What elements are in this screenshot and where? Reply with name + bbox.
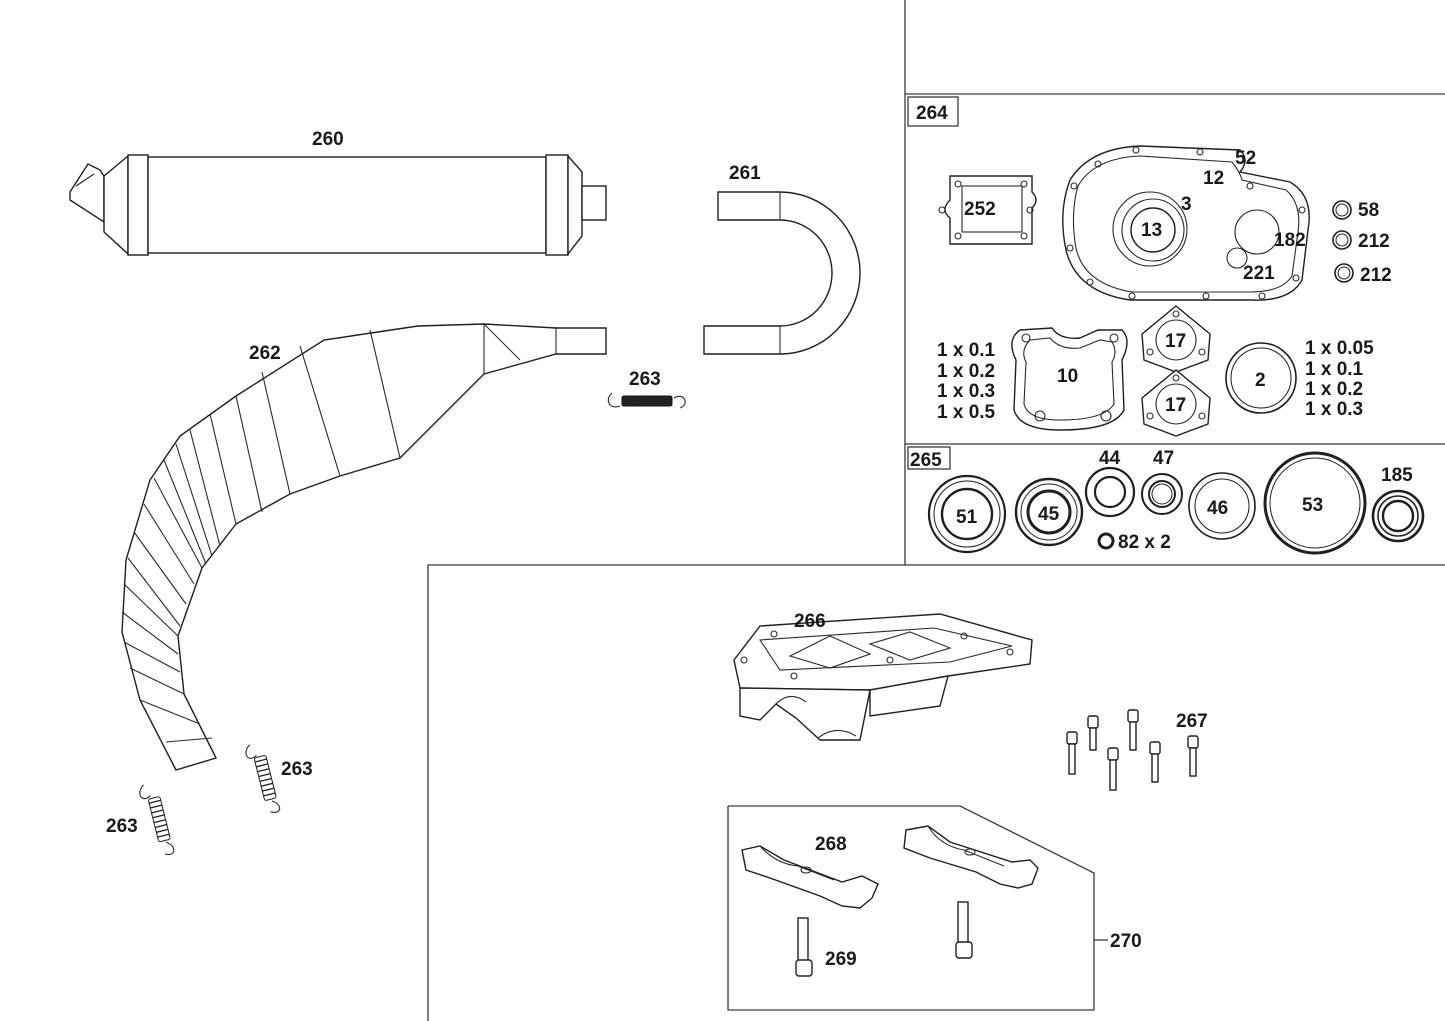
- seal-46: [1188, 472, 1256, 540]
- seal-53: [1263, 451, 1367, 555]
- label-264: 264: [916, 103, 948, 124]
- label-263-bottom: 263: [106, 816, 138, 837]
- label-gasket-10: 10: [1057, 366, 1078, 387]
- label-gasket-2: 2: [1255, 370, 1266, 391]
- label-oring-82: 82 x 2: [1118, 532, 1171, 553]
- label-gasket-182: 182: [1274, 230, 1306, 251]
- seal-44: [1084, 466, 1136, 518]
- spring-mid: [245, 744, 281, 813]
- label-265: 265: [910, 450, 942, 471]
- seal-185: [1371, 489, 1425, 543]
- label-263-top: 263: [629, 369, 661, 390]
- label-gasket-12: 12: [1203, 168, 1224, 189]
- shim-left-3: 1 x 0.3: [937, 381, 995, 402]
- label-seal-47: 47: [1153, 448, 1174, 469]
- label-gasket-3: 3: [1181, 194, 1192, 215]
- label-oring-212-a: 212: [1358, 231, 1390, 252]
- label-seal-53: 53: [1302, 495, 1323, 516]
- gasket-17-bottom: [1141, 369, 1211, 437]
- gasket-52: [1062, 145, 1310, 301]
- silencer-260: [69, 154, 607, 257]
- label-seal-51: 51: [956, 507, 978, 528]
- springs-263: [139, 392, 686, 856]
- u-bend-261: [703, 191, 861, 355]
- bolts-269: [795, 901, 973, 977]
- gasket-10: [1011, 327, 1128, 431]
- exhaust-pipe-262: [121, 323, 607, 771]
- seal-47: [1141, 473, 1183, 515]
- gasket-kit-264: [938, 145, 1354, 437]
- label-seal-185: 185: [1381, 465, 1413, 486]
- label-seal-44: 44: [1099, 448, 1121, 469]
- shim-right-1: 1 x 0.05: [1305, 338, 1374, 359]
- label-268: 268: [815, 834, 847, 855]
- label-269: 269: [825, 949, 857, 970]
- label-267: 267: [1176, 711, 1208, 732]
- label-gasket-17-b: 17: [1165, 395, 1186, 416]
- label-gasket-221: 221: [1243, 263, 1275, 284]
- bolts-267: [1066, 709, 1199, 791]
- callout-labels: 260 261 262 263 263 263 264 265 266 267 …: [106, 103, 1413, 970]
- shim-right-3: 1 x 0.2: [1305, 379, 1363, 400]
- spring-bottom: [139, 784, 175, 856]
- section-frames: [427, 0, 1445, 1021]
- seal-45: [1014, 477, 1084, 547]
- shim-left-1: 1 x 0.1: [937, 340, 996, 361]
- shim-left-2: 1 x 0.2: [937, 361, 995, 382]
- gasket-252: [938, 175, 1037, 245]
- label-seal-45: 45: [1038, 504, 1060, 525]
- shim-left-4: 1 x 0.5: [937, 402, 996, 423]
- label-gasket-13: 13: [1141, 220, 1162, 241]
- shim-right-2: 1 x 0.1: [1305, 359, 1364, 380]
- label-262: 262: [249, 343, 281, 364]
- label-oring-212-b: 212: [1360, 265, 1392, 286]
- label-266: 266: [794, 611, 826, 632]
- label-261: 261: [729, 163, 761, 184]
- label-gasket-52: 52: [1235, 148, 1256, 169]
- seal-51: [927, 474, 1007, 554]
- shim-right-4: 1 x 0.3: [1305, 399, 1363, 420]
- label-270: 270: [1110, 931, 1142, 952]
- oring-82: [1097, 532, 1115, 550]
- spring-top: [607, 392, 686, 409]
- seal-kit-265: [927, 451, 1425, 555]
- label-oring-58: 58: [1358, 200, 1379, 221]
- label-263-mid: 263: [281, 759, 313, 780]
- label-seal-46: 46: [1207, 498, 1228, 519]
- brackets-268: [741, 825, 1039, 909]
- engine-mount-266: [733, 613, 1033, 741]
- label-gasket-17-a: 17: [1165, 331, 1186, 352]
- label-gasket-252: 252: [964, 199, 996, 220]
- label-260: 260: [312, 129, 344, 150]
